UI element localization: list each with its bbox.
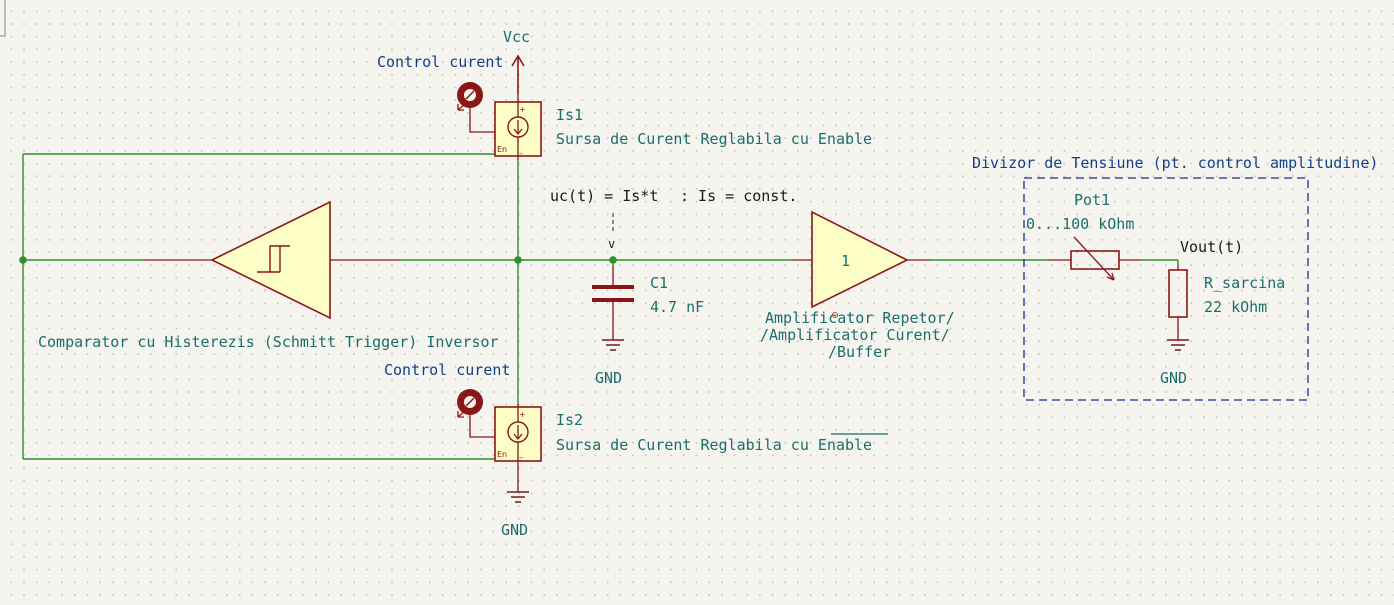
pot-value: 0...100 kOhm: [1026, 215, 1134, 233]
divider-title: Divizor de Tensiune (pt. control amplitu…: [972, 154, 1378, 172]
pot-reference: Pot1: [1074, 191, 1110, 209]
is1-control-pin: [469, 108, 495, 133]
divider-ground-label: GND: [1160, 369, 1187, 387]
is2-enable-pin: En: [497, 450, 507, 459]
vcc-power-symbol[interactable]: Vcc: [503, 28, 530, 94]
c1-reference: C1: [650, 274, 668, 292]
is1-plus: +: [519, 105, 526, 114]
is2-value: Sursa de Curent Reglabila cu Enable: [556, 436, 872, 454]
is2-control-label: Control curent: [384, 361, 510, 379]
vcc-label: Vcc: [503, 28, 530, 46]
capacitor-equation-note: uc(t) = Is*t : Is = const. v: [550, 187, 797, 251]
vcc-arrow-icon: [511, 54, 525, 67]
buffer-gain: 1: [841, 252, 850, 270]
buffer-anchor-marker: [832, 312, 838, 318]
pot-body: [1070, 250, 1120, 270]
current-source-is2[interactable]: Control curent + – En Is2 Sursa de Curen…: [384, 361, 888, 539]
buffer-label-line1: Amplificator Repetor/: [765, 309, 955, 327]
is1-value: Sursa de Curent Reglabila cu Enable: [556, 130, 872, 148]
equation-arrow: v: [608, 237, 615, 251]
buffer-amplifier[interactable]: 1 Amplificator Repetor/ /Amplificator Cu…: [760, 210, 955, 361]
divider-dashed-box: [1023, 177, 1309, 401]
is2-ground-icon: [507, 491, 529, 503]
is2-value-overbar: Enable: [818, 436, 872, 454]
equation-lhs: uc(t) = Is*t: [550, 187, 658, 205]
is1-knob-arrow-icon: [457, 102, 467, 111]
pot-arrow-icon: [1073, 236, 1115, 281]
page-border: [0, 0, 6, 37]
is1-arrow-icon: [513, 120, 523, 136]
junction-left: [19, 256, 27, 264]
is2-arrow-icon: [513, 425, 523, 441]
c1-plate-top: [592, 285, 634, 289]
divider-ground-icon: [1167, 339, 1189, 351]
comparator-body: [210, 200, 331, 320]
is2-ground-label: GND: [501, 521, 528, 539]
schmitt-trigger-comparator[interactable]: Comparator cu Histerezis (Schmitt Trigge…: [38, 200, 499, 351]
buffer-body: [811, 210, 909, 309]
is2-knob-arrow-icon: [457, 409, 467, 418]
is2-minus: –: [519, 453, 523, 462]
load-reference: R_sarcina: [1204, 274, 1285, 292]
comparator-label: Comparator cu Histerezis (Schmitt Trigge…: [38, 333, 499, 351]
c1-ground-icon: [602, 339, 624, 351]
is2-control-pin: [469, 415, 495, 438]
load-value: 22 kOhm: [1204, 298, 1267, 316]
is1-enable-pin: En: [497, 145, 507, 154]
is2-plus: +: [519, 410, 526, 419]
junction-center: [514, 256, 522, 264]
load-resistor-body: [1168, 269, 1188, 318]
capacitor-c1[interactable]: C1 4.7 nF GND: [592, 265, 704, 387]
current-source-is1[interactable]: Control curent + – En Is1 Sursa de Curen…: [377, 53, 872, 160]
buffer-label-line2: /Amplificator Curent/: [760, 326, 950, 344]
is1-knob-slot: [465, 90, 475, 100]
is1-minus: –: [519, 149, 523, 158]
is1-control-label: Control curent: [377, 53, 503, 71]
hysteresis-icon: [257, 245, 290, 273]
buffer-label-line3: /Buffer: [828, 343, 891, 361]
c1-ground-label: GND: [595, 369, 622, 387]
voltage-divider[interactable]: Divizor de Tensiune (pt. control amplitu…: [972, 154, 1378, 401]
equation-condition: : Is = const.: [680, 187, 797, 205]
is2-reference: Is2: [556, 411, 583, 429]
vout-label: Vout(t): [1180, 238, 1243, 256]
is2-knob-slot: [465, 397, 475, 407]
c1-plate-bottom: [592, 298, 634, 302]
is2-value-prefix: Sursa de Curent Reglabila cu: [556, 436, 818, 454]
c1-value: 4.7 nF: [650, 298, 704, 316]
is1-reference: Is1: [556, 106, 583, 124]
wires: [22, 153, 1179, 460]
junction-capacitor: [609, 256, 617, 264]
